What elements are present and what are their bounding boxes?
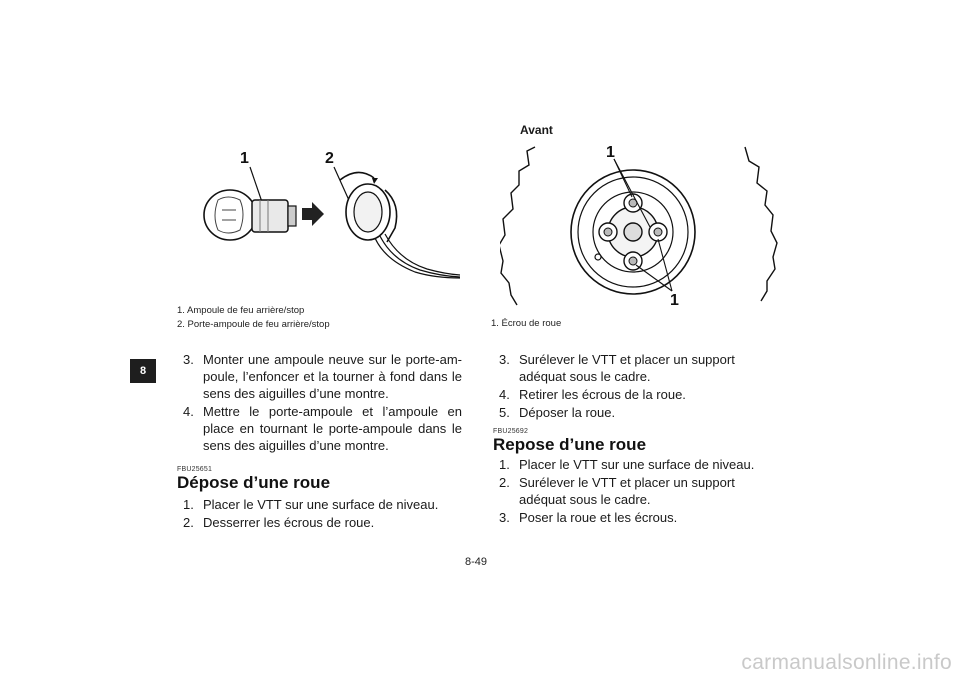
- step-text: Monter une ampoule neuve sur le porte-am…: [203, 352, 462, 401]
- step-text: Placer le VTT sur une surface de niveau.: [519, 457, 755, 472]
- callout-1: 1: [240, 150, 249, 167]
- list-item: 3. Poser la roue et les écrous.: [499, 509, 784, 526]
- step-text: Mettre le porte-ampoule et l’ampoule en …: [203, 404, 462, 453]
- step-text: Desserrer les écrous de roue.: [203, 515, 375, 530]
- section-code: FBU25651: [177, 466, 213, 473]
- list-item: 3. Surélever le VTT et placer un support…: [499, 351, 784, 385]
- left-figure-captions: 1. Ampoule de feu arrière/stop 2. Porte-…: [177, 304, 330, 332]
- list-item: 3. Monter une ampoule neuve sur le porte…: [183, 351, 462, 402]
- watermark[interactable]: carmanualsonline.info: [741, 651, 952, 674]
- step-number: 2.: [499, 475, 510, 490]
- list-item: 5. Déposer la roue.: [499, 404, 784, 421]
- step-number: 1.: [183, 497, 194, 512]
- section-code: FBU25692: [493, 428, 529, 435]
- step-number: 5.: [499, 405, 510, 420]
- chapter-tab: 8: [130, 359, 156, 383]
- list-item: 2. Desserrer les écrous de roue.: [183, 514, 468, 531]
- step-number: 4.: [499, 387, 510, 402]
- list-item: 2. Surélever le VTT et placer un support…: [499, 474, 784, 508]
- right-steps-list: 3. Surélever le VTT et placer un support…: [499, 351, 784, 422]
- step-text: Surélever le VTT et placer un support ad…: [519, 352, 735, 384]
- list-item: 1. Placer le VTT sur une surface de nive…: [499, 456, 784, 473]
- repose-steps-list: 1. Placer le VTT sur une surface de nive…: [499, 456, 784, 527]
- section-title: Repose d’une roue: [493, 435, 647, 454]
- bulb-illustration: 1 2: [203, 150, 460, 279]
- step-number: 4.: [183, 404, 194, 419]
- list-item: 1. Placer le VTT sur une surface de nive…: [183, 496, 468, 513]
- step-number: 3.: [499, 352, 510, 367]
- section-title: Dépose d’une roue: [177, 473, 331, 492]
- list-item: 4. Retirer les écrous de la roue.: [499, 386, 784, 403]
- left-steps-list: 3. Monter une ampoule neuve sur le porte…: [183, 351, 462, 455]
- figure-label-front: Avant: [520, 123, 553, 137]
- step-number: 1.: [499, 457, 510, 472]
- step-number: 3.: [183, 352, 194, 367]
- right-figure-captions: 1. Écrou de roue: [491, 317, 561, 331]
- step-text: Déposer la roue.: [519, 405, 616, 420]
- step-number: 2.: [183, 515, 194, 530]
- callout-nut-bottom: 1: [670, 292, 679, 309]
- step-text: Poser la roue et les écrous.: [519, 510, 678, 525]
- wheel-illustration: 1 1: [500, 144, 778, 309]
- caption-line: 1. Ampoule de feu arrière/stop: [177, 305, 305, 316]
- step-text: Retirer les écrous de la roue.: [519, 387, 686, 402]
- page-number: 8-49: [465, 556, 488, 568]
- list-item: 4. Mettre le porte-ampoule et l’ampoule …: [183, 403, 462, 454]
- step-text: Placer le VTT sur une surface de niveau.: [203, 497, 439, 512]
- caption-line: 2. Porte-ampoule de feu arrière/stop: [177, 319, 330, 330]
- callout-nut-top: 1: [606, 144, 615, 161]
- callout-2: 2: [325, 150, 334, 167]
- depose-steps-list: 1. Placer le VTT sur une surface de nive…: [183, 496, 468, 532]
- step-text: Surélever le VTT et placer un support ad…: [519, 475, 735, 507]
- caption-line: 1. Écrou de roue: [491, 318, 562, 329]
- step-number: 3.: [499, 510, 510, 525]
